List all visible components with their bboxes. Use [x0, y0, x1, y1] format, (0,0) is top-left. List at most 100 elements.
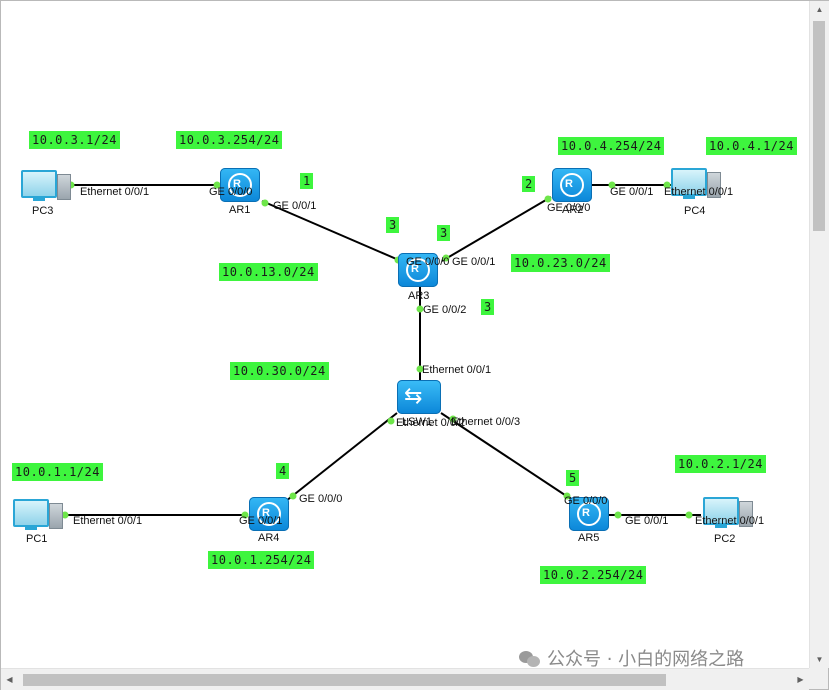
port-dot [387, 417, 395, 425]
link-lsw1-ar5 [440, 412, 575, 502]
switch-glyph: ⇆ [404, 383, 423, 408]
pc-tower [739, 501, 753, 527]
port-dot [289, 492, 297, 500]
router-icon[interactable]: R [398, 253, 438, 287]
router-ring [257, 502, 281, 526]
port-dot [449, 415, 457, 423]
port-label-pc1: Ethernet 0/0/1 [73, 515, 143, 527]
horizontal-scroll-thumb[interactable] [23, 674, 666, 686]
pc-stand [33, 197, 45, 201]
router-ring [228, 173, 252, 197]
link-ar1-ar3 [261, 200, 402, 262]
router-icon[interactable]: R [569, 497, 609, 531]
port-label-ar3-ge002: GE 0/0/2 [423, 304, 467, 316]
pc-monitor [13, 499, 49, 527]
port-label-ar3-ge000: GE 0/0/0 [406, 256, 450, 268]
device-label-pc1: PC1 [26, 533, 48, 545]
pc-tower [57, 174, 71, 200]
number-label-ar4: 4 [276, 463, 290, 479]
network-label-23: 10.0.23.0/24 [511, 254, 610, 272]
vertical-scrollbar[interactable]: ▲ ▼ [809, 1, 829, 668]
port-dot [416, 305, 424, 313]
pc-icon[interactable] [21, 170, 71, 202]
port-label-pc4: Ethernet 0/0/1 [664, 186, 734, 198]
network-label-13: 10.0.13.0/24 [219, 263, 318, 281]
wechat-icon [519, 649, 541, 667]
pc-stand [715, 524, 727, 528]
port-dot [544, 195, 552, 203]
pc-stand [683, 195, 695, 199]
scroll-down-icon[interactable]: ▼ [815, 655, 824, 664]
pc-monitor [21, 170, 57, 198]
port-label-ar1-ge000: GE 0/0/0 [209, 186, 253, 198]
port-label-ar4-ge000: GE 0/0/0 [299, 493, 343, 505]
watermark: 公众号 · 小白的网络之路 [519, 645, 744, 668]
router-ring [406, 258, 430, 282]
port-label-pc2: Ethernet 0/0/1 [695, 515, 765, 527]
router-glyph: R [565, 178, 573, 190]
port-dot [442, 254, 450, 262]
horizontal-scrollbar[interactable]: ◀ ▶ [1, 668, 809, 690]
pc-stand [25, 526, 37, 530]
port-dots [61, 181, 693, 519]
port-label-ar5-ge000: GE 0/0/0 [564, 495, 608, 507]
number-label-ar2: 2 [522, 176, 536, 192]
port-dot [261, 199, 269, 207]
port-label-ar3-ge001: GE 0/0/1 [452, 256, 496, 268]
device-label-pc3: PC3 [32, 205, 54, 217]
port-dot [685, 511, 693, 519]
port-dot [614, 511, 622, 519]
router-ring [560, 173, 584, 197]
ip-label-ar1-lan: 10.0.3.254/24 [176, 131, 283, 149]
router-icon[interactable]: R [249, 497, 289, 531]
scroll-left-icon[interactable]: ◀ [6, 675, 13, 684]
port-label-ar4-ge001: GE 0/0/1 [239, 515, 283, 527]
router-ring [577, 502, 601, 526]
port-dot [608, 181, 616, 189]
vertical-scroll-thumb[interactable] [813, 21, 825, 231]
ip-label-pc2: 10.0.2.1/24 [675, 455, 766, 473]
port-dot [663, 181, 671, 189]
pc-icon[interactable] [703, 497, 753, 529]
pc-icon[interactable] [671, 168, 721, 200]
port-dot [213, 181, 221, 189]
ip-label-ar2-lan: 10.0.4.254/24 [558, 137, 665, 155]
ip-label-pc4: 10.0.4.1/24 [706, 137, 797, 155]
device-label-pc4: PC4 [684, 205, 706, 217]
port-label-ar2-ge001: GE 0/0/1 [610, 186, 654, 198]
network-label-30: 10.0.30.0/24 [230, 362, 329, 380]
pc-tower [707, 172, 721, 198]
pc-monitor [703, 497, 739, 525]
device-label-ar5: AR5 [578, 532, 600, 544]
port-dot [241, 511, 249, 519]
port-label-ar5-ge001: GE 0/0/1 [625, 515, 669, 527]
number-label-ar3: 3 [481, 299, 495, 315]
router-icon[interactable]: R [220, 168, 260, 202]
ip-label-pc1: 10.0.1.1/24 [12, 463, 103, 481]
link-ar2-ar3 [441, 196, 552, 262]
number-label-ar3: 3 [386, 217, 400, 233]
device-label-ar2: AR2 [562, 204, 584, 216]
device-label-pc2: PC2 [714, 533, 736, 545]
device-label-ar1: AR1 [229, 204, 251, 216]
scroll-right-icon[interactable]: ▶ [797, 675, 804, 684]
port-dot [416, 365, 424, 373]
links-layer [61, 181, 701, 519]
pc-icon[interactable] [13, 499, 63, 531]
port-label-lsw-eth003: Ethernet 0/0/3 [451, 416, 521, 428]
number-label-ar1: 1 [300, 173, 314, 189]
device-label-ar4: AR4 [258, 532, 280, 544]
port-label-pc3: Ethernet 0/0/1 [80, 186, 150, 198]
device-label-lsw1: LSW1 [402, 416, 432, 428]
number-label-ar5: 5 [566, 470, 580, 486]
watermark-text: 公众号 · 小白的网络之路 [547, 649, 745, 668]
router-icon[interactable]: R [552, 168, 592, 202]
scroll-up-icon[interactable]: ▲ [815, 5, 824, 14]
switch-icon[interactable]: ⇆ [397, 380, 441, 414]
scrollbar-corner [809, 668, 828, 689]
port-label-lsw-eth002: Ethernet 0/0/2 [396, 417, 466, 429]
link-lsw1-ar4 [285, 412, 398, 502]
port-dot [61, 511, 69, 519]
router-glyph: R [411, 263, 419, 275]
